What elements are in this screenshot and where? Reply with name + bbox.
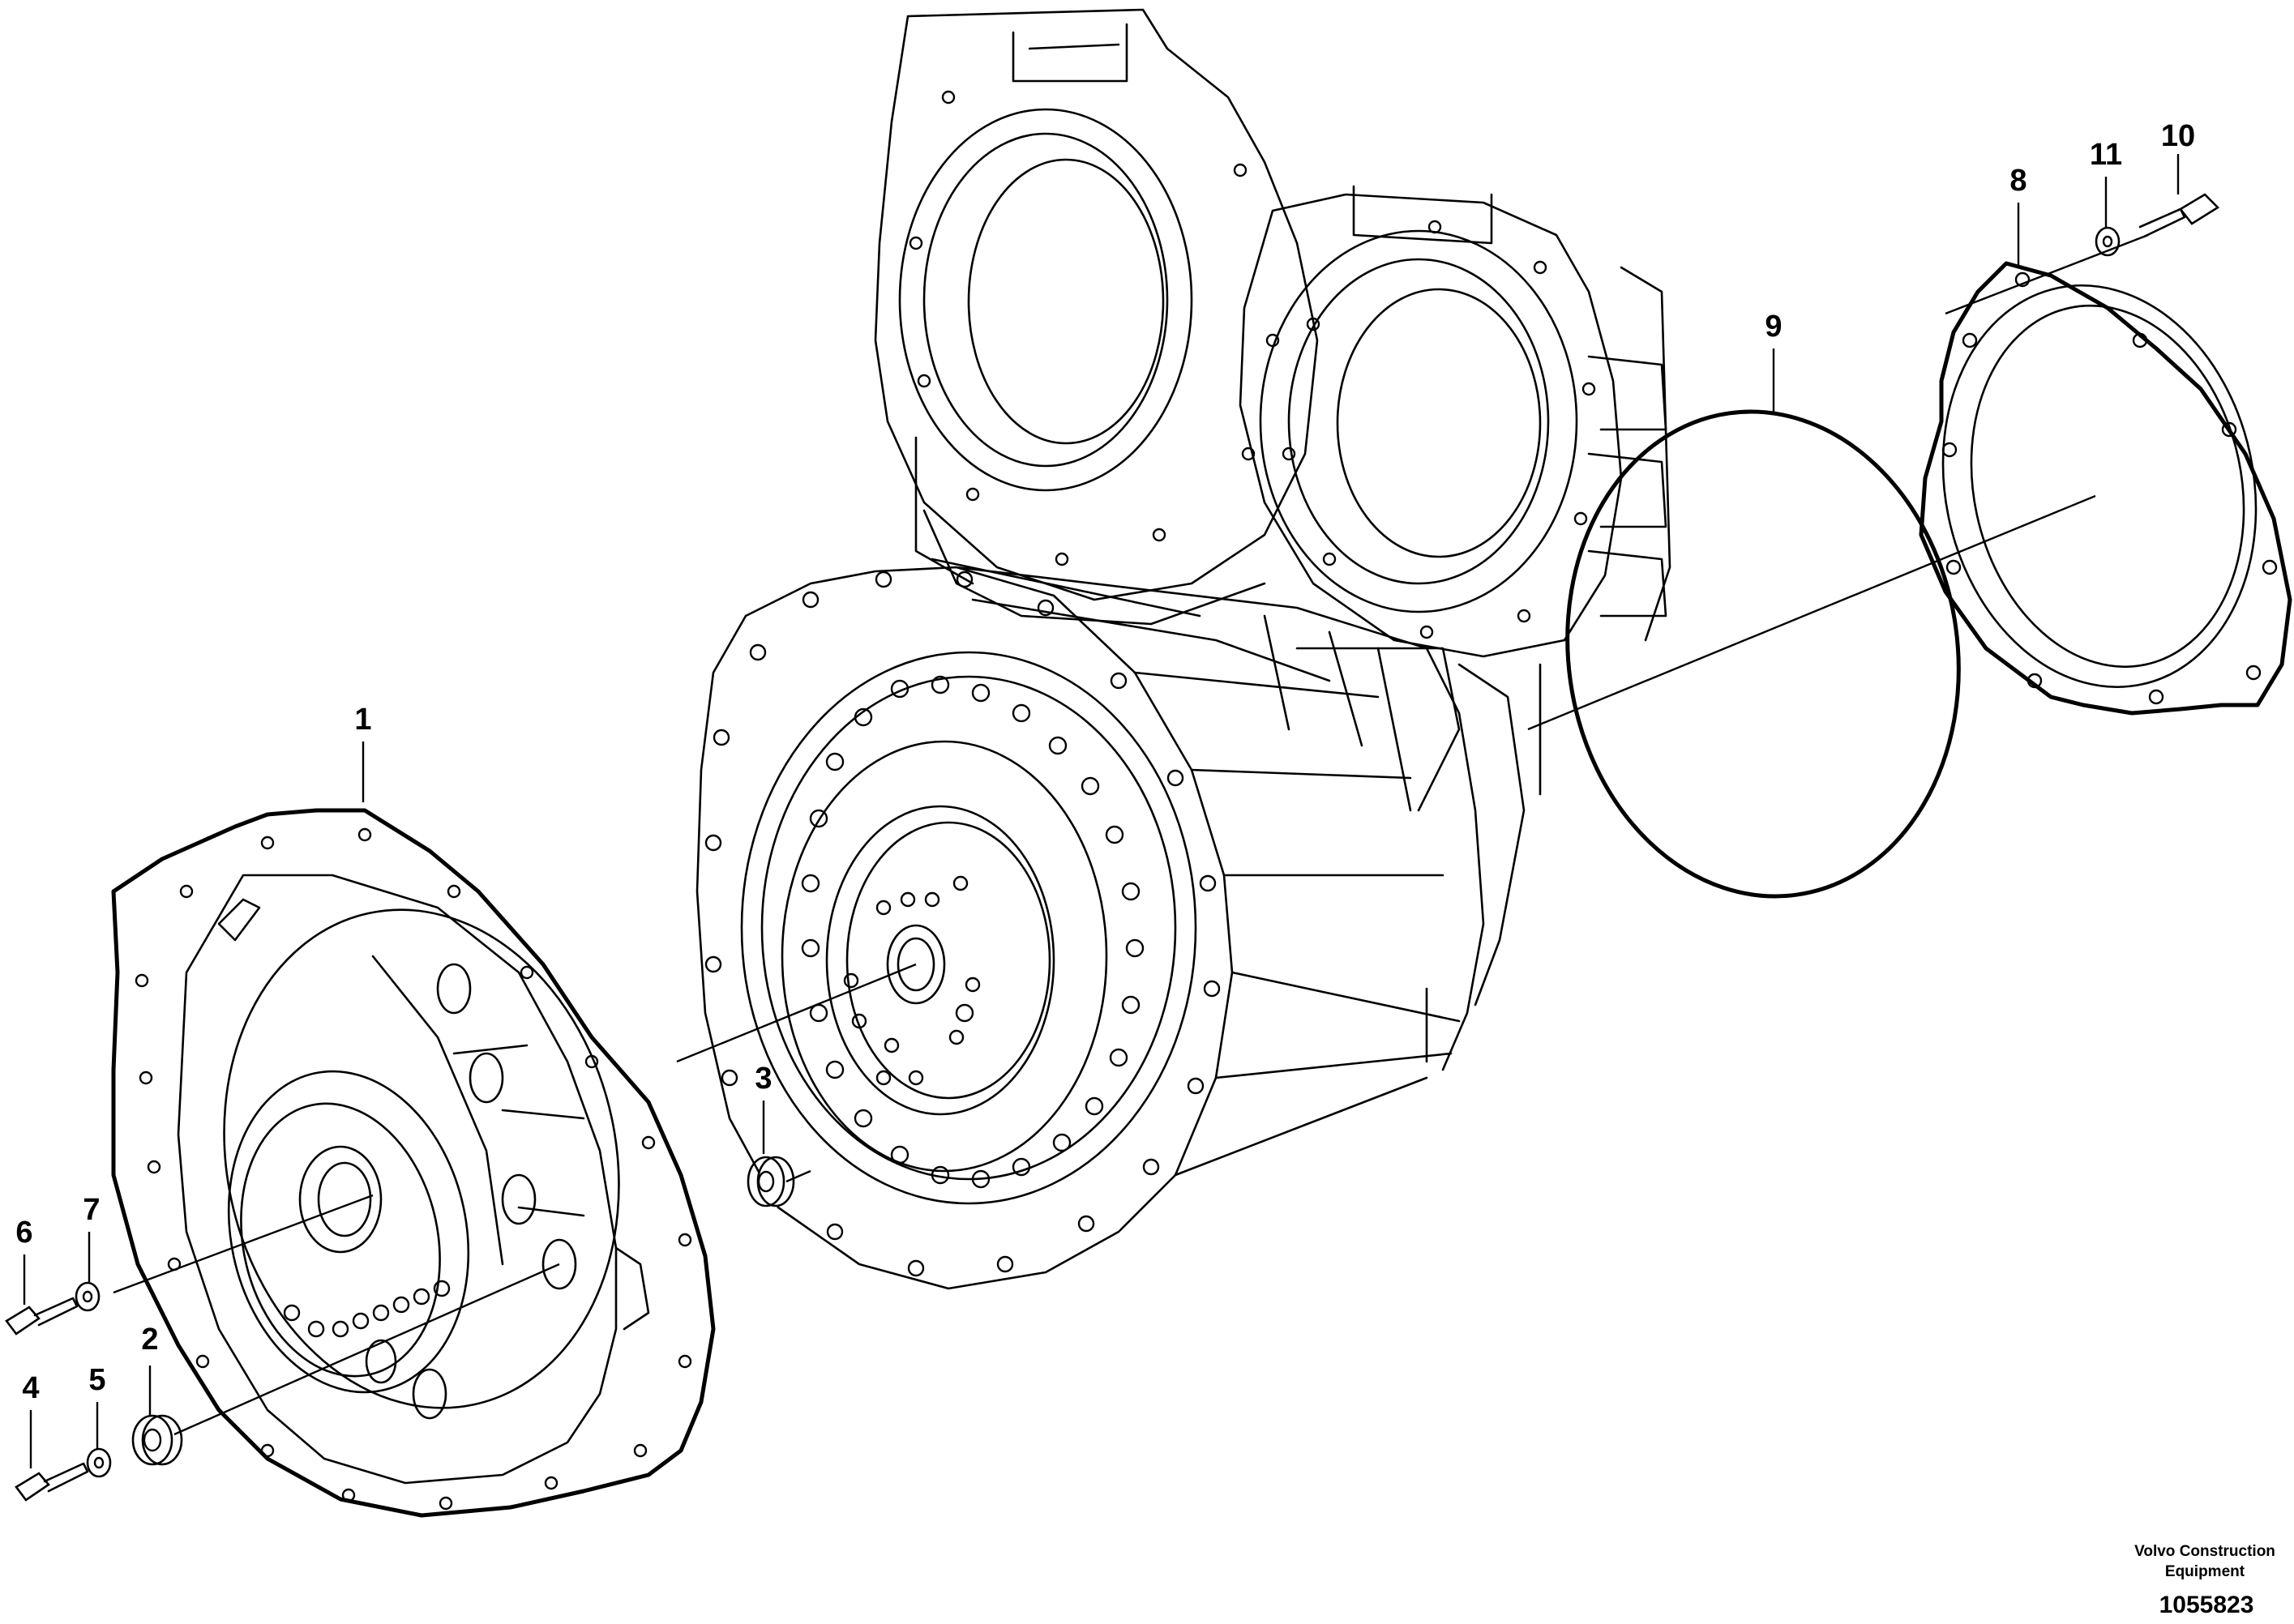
callout-9: 9 [1765,310,1782,344]
part-4-bolt [15,1462,89,1502]
callout-10: 10 [2161,119,2195,153]
part-9-o-ring [1565,409,1961,899]
credit-line-2: Equipment [2165,1563,2245,1580]
credit-block: Volvo Construction Equipment 1055823 [2134,1543,2275,1618]
part-7-washer [75,1281,101,1312]
callout-6: 6 [15,1216,32,1250]
leader-lines [23,154,2180,1468]
callout-7: 7 [83,1193,100,1227]
callout-8: 8 [2009,164,2027,198]
part-2-washer [131,1414,183,1466]
callout-11: 11 [2090,138,2122,172]
callout-1: 1 [354,703,371,737]
part-8-cover [1919,261,2292,716]
part-6-bolt [5,1297,79,1336]
callout-5: 5 [88,1363,105,1397]
assembly-lines [113,233,2149,1436]
part-5-washer [86,1447,112,1478]
part-10-bolt [2138,193,2220,238]
callout-4: 4 [22,1371,39,1405]
callout-2: 2 [141,1323,158,1357]
part-3-seal-plug [747,1156,795,1207]
transmission-housing [874,8,1671,1006]
credit-line-1: Volvo Construction [2134,1543,2275,1560]
callout-labels: 1 2 3 4 5 6 7 8 9 10 11 [15,119,2195,1405]
callout-3: 3 [755,1062,772,1096]
drawing-number: 1055823 [2159,1592,2254,1618]
part-1-pump-cover [111,808,716,1518]
converter-housing [695,566,1485,1290]
